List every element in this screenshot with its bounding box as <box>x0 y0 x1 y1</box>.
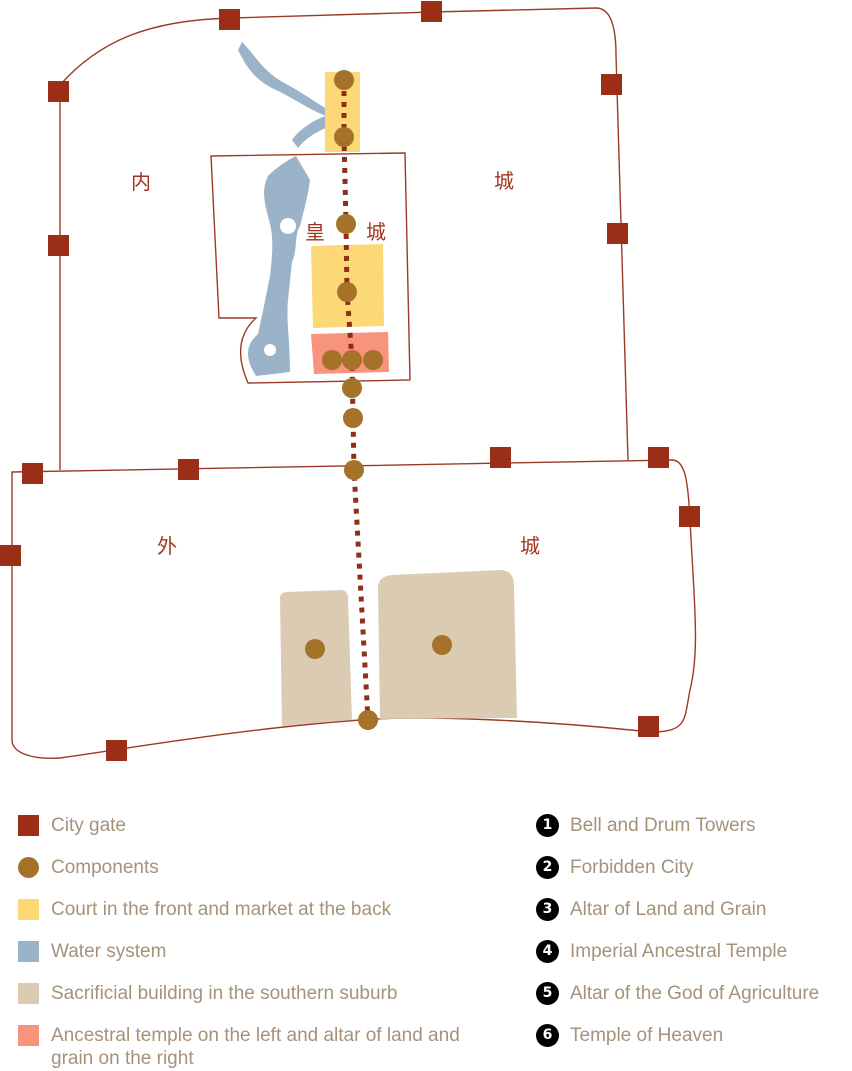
legend-label-altar-agriculture: Altar of the God of Agriculture <box>570 983 820 1004</box>
outer-city-wall <box>11 459 697 759</box>
inner-city-wall <box>59 7 629 470</box>
number-badge-3: 3 <box>536 898 559 921</box>
component-dot <box>336 214 356 234</box>
water-system-imperial <box>248 156 310 376</box>
component-dot <box>342 378 362 398</box>
legend-label-city-gate: City gate <box>51 815 126 836</box>
component-dot <box>363 350 383 370</box>
court-market-swatch-icon <box>18 899 39 920</box>
city-gate <box>490 447 511 468</box>
city-gate-swatch-icon <box>18 815 39 836</box>
city-map: 内 城 皇 城 外 城 <box>0 1 700 761</box>
legend-label-forbidden-city: Forbidden City <box>570 857 694 878</box>
inner-city-label-char-1: 内 <box>131 170 151 194</box>
water-island <box>264 344 276 356</box>
component-dot <box>343 408 363 428</box>
city-gate <box>638 716 659 737</box>
sacrificial-swatch-icon <box>18 983 39 1004</box>
city-gate <box>106 740 127 761</box>
legend-label-sacrificial-building: Sacrificial building in the southern sub… <box>51 983 398 1004</box>
legend-label-water-system: Water system <box>51 941 167 962</box>
city-gate <box>601 74 622 95</box>
city-gate <box>421 1 442 22</box>
city-gate <box>48 235 69 256</box>
number-badge-4: 4 <box>536 940 559 963</box>
city-gate <box>22 463 43 484</box>
water-island <box>280 218 296 234</box>
component-dot <box>342 350 362 370</box>
number-badge-6: 6 <box>536 1024 559 1047</box>
component-dot <box>334 127 354 147</box>
component-dot <box>305 639 325 659</box>
component-dot <box>344 460 364 480</box>
legend-label-ancestral-temple: Ancestral temple on the left and altar o… <box>51 1025 460 1069</box>
legend-label-ancestral-temple-imperial: Imperial Ancestral Temple <box>570 941 788 962</box>
city-gates <box>0 1 700 761</box>
city-gate <box>219 9 240 30</box>
components <box>305 70 452 730</box>
component-dot <box>432 635 452 655</box>
inner-city-label-char-2: 城 <box>494 169 514 193</box>
number-badge-2: 2 <box>536 856 559 879</box>
water-system-north <box>238 42 332 148</box>
city-gate <box>48 81 69 102</box>
outer-city-label-char-2: 城 <box>520 534 540 558</box>
central-axis <box>341 80 371 721</box>
component-swatch-icon <box>18 857 39 878</box>
legend-label-bell-drum-towers: Bell and Drum Towers <box>570 815 756 836</box>
city-gate <box>0 545 21 566</box>
legend-label-components: Components <box>51 857 159 878</box>
number-badge-1: 1 <box>536 814 559 837</box>
component-dot <box>334 70 354 90</box>
city-gate <box>679 506 700 527</box>
water-swatch-icon <box>18 941 39 962</box>
component-dot <box>358 710 378 730</box>
ancestral-swatch-icon <box>18 1025 39 1046</box>
legend-label-temple-of-heaven: Temple of Heaven <box>570 1025 724 1046</box>
legend-label-altar-land-grain: Altar of Land and Grain <box>570 899 767 920</box>
imperial-city-wall <box>210 152 411 384</box>
number-badge-5: 5 <box>536 982 559 1005</box>
imperial-city-label-char-2: 城 <box>366 220 386 244</box>
city-gate <box>607 223 628 244</box>
city-gate <box>178 459 199 480</box>
component-dot <box>322 350 342 370</box>
city-gate <box>648 447 669 468</box>
legend-label-court-market: Court in the front and market at the bac… <box>51 899 392 920</box>
outer-city-label-char-1: 外 <box>157 534 177 558</box>
imperial-city-label-char-1: 皇 <box>305 220 325 244</box>
component-dot <box>337 282 357 302</box>
